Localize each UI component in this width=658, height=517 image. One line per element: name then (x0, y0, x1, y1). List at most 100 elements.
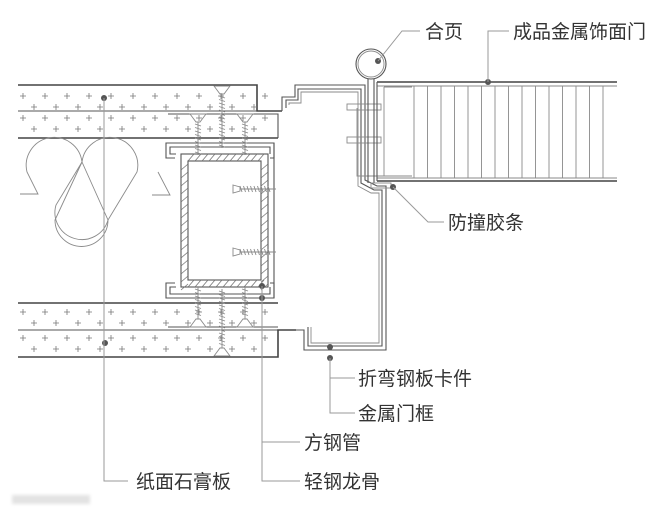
screw-thread (218, 308, 226, 311)
plus-mark (174, 335, 180, 341)
screw-thread (218, 106, 226, 109)
insulation-wool-symbol (20, 136, 171, 247)
screw-thread (218, 318, 226, 322)
self-tapping-screws (189, 85, 276, 357)
screw-head (189, 113, 207, 123)
hatch-line (260, 267, 269, 275)
steel-tube-hatching (180, 153, 269, 291)
screw-thread (218, 144, 226, 148)
screw (232, 184, 276, 194)
hatch-line (180, 267, 189, 275)
screw-thread (218, 311, 226, 315)
hatch-line (229, 153, 237, 162)
plus-mark (207, 346, 213, 352)
screw-thread (218, 141, 226, 144)
screw (189, 113, 207, 155)
screw-thread (194, 123, 202, 127)
hatch-line (236, 279, 244, 288)
hatch-line (260, 211, 269, 219)
plus-mark (53, 320, 59, 326)
hatch-line (260, 243, 269, 251)
hatch-line (180, 251, 189, 259)
plus-mark (42, 335, 48, 341)
plus-mark (42, 309, 48, 315)
screw-thread (194, 299, 202, 302)
plus-mark (163, 320, 169, 326)
label-finished-metal-door: 成品金属饰面门 (513, 21, 646, 43)
screw-thread (241, 144, 249, 148)
plus-mark (141, 320, 147, 326)
plus-mark (251, 126, 257, 132)
plus-mark (163, 104, 169, 110)
plus-mark (240, 115, 246, 121)
plus-mark (86, 309, 92, 315)
plus-mark (251, 346, 257, 352)
light-steel-keel (165, 142, 275, 299)
screw-thread (218, 137, 226, 141)
screw (189, 287, 207, 328)
plus-mark (119, 104, 125, 110)
screw-thread (194, 148, 202, 151)
hatch-line (243, 279, 251, 288)
screw-thread (241, 130, 249, 134)
plus-mark (31, 126, 37, 132)
plus-mark (185, 320, 191, 326)
label-anti-collision-strip: 防撞胶条 (448, 212, 524, 234)
plus-mark (108, 335, 114, 341)
hatch-line (260, 163, 269, 171)
hatch-line (180, 259, 189, 267)
hatch-line (201, 153, 209, 162)
plus-mark (31, 346, 37, 352)
screw-head (236, 318, 254, 328)
plus-mark (174, 115, 180, 121)
plus-mark (75, 346, 81, 352)
plus-mark (20, 93, 26, 99)
screw-thread (218, 322, 226, 325)
plus-mark (64, 309, 70, 315)
hatch-line (215, 153, 223, 162)
hatch-line (208, 153, 216, 162)
plus-mark (152, 309, 158, 315)
plus-mark (152, 335, 158, 341)
plus-mark (152, 115, 158, 121)
plus-mark (141, 104, 147, 110)
screw-thread (218, 130, 226, 134)
plus-mark (141, 126, 147, 132)
plus-mark (86, 115, 92, 121)
plus-mark (185, 126, 191, 132)
screw-thread (241, 302, 249, 306)
label-square-steel-tube: 方钢管 (304, 432, 361, 454)
screw-thread (194, 292, 202, 295)
hatch-line (250, 153, 258, 162)
screw-tip (232, 247, 241, 257)
screw-thread (241, 295, 249, 299)
hatch-line (260, 251, 269, 259)
screw-thread (218, 290, 226, 294)
label-light-steel-keel: 轻钢龙骨 (304, 471, 380, 493)
hatch-line (260, 195, 269, 203)
screw-thread (218, 123, 226, 127)
hatch-line (260, 203, 269, 211)
screw-head (236, 113, 254, 123)
screw-thread (218, 301, 226, 304)
plus-mark (86, 335, 92, 341)
metal-door-frame (281, 84, 387, 351)
screw-thread (194, 130, 202, 134)
screw-thread (241, 134, 249, 137)
screw-thread (194, 134, 202, 137)
screw-thread (194, 302, 202, 306)
screw-thread (218, 304, 226, 308)
screw-thread (194, 127, 202, 130)
hatch-line (260, 235, 269, 243)
hinge-bolts (346, 103, 392, 177)
hatch-line (194, 153, 202, 162)
hatch-line (222, 153, 230, 162)
screw-thread (218, 134, 226, 137)
screw-thread (194, 144, 202, 148)
plus-mark (97, 346, 103, 352)
plus-mark (20, 335, 26, 341)
screw (232, 247, 276, 257)
plus-mark (163, 346, 169, 352)
plus-mark (251, 104, 257, 110)
screw-thread (194, 288, 202, 292)
